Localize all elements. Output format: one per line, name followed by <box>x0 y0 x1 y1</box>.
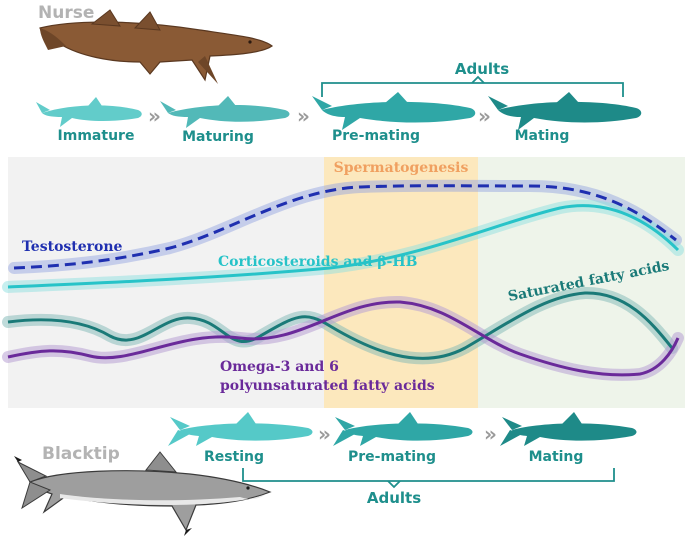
nurse-adults-label: Adults <box>455 60 509 78</box>
omega-label-line2: polyunsaturated fatty acids <box>220 378 435 394</box>
omega-curve <box>7 300 680 377</box>
nurse-arrow-3: » <box>478 104 491 128</box>
blacktip-stage-mating-shark <box>500 412 637 446</box>
omega-label-line1: Omega-3 and 6 <box>220 359 339 375</box>
blacktip-stage-mating-label: Mating <box>529 449 584 465</box>
nurse-stage-pre-mating-label: Pre-mating <box>332 128 420 144</box>
nurse-stage-maturing-label: Maturing <box>182 129 254 145</box>
saturated-curve <box>7 291 674 360</box>
nurse-stage-immature-label: Immature <box>58 128 135 144</box>
testosterone-curve <box>13 184 677 270</box>
nurse-shark-illustration <box>39 9 274 84</box>
blacktip-shark-illustration <box>14 451 272 536</box>
blacktip-stage-pre-mating-label: Pre-mating <box>348 449 436 465</box>
blacktip-arrow-2: » <box>484 422 497 446</box>
blacktip-adults-label: Adults <box>367 489 421 507</box>
nurse-arrow-2: » <box>297 104 310 128</box>
nurse-stage-immature-shark <box>36 97 142 127</box>
nurse-stage-pre-mating-shark <box>312 92 476 130</box>
blacktip-stage-pre-mating-shark <box>333 412 473 446</box>
testosterone-label: Testosterone <box>22 239 123 255</box>
blacktip-stage-resting-label: Resting <box>204 449 264 465</box>
nurse-arrow-1: » <box>148 104 161 128</box>
nurse-stage-mating-shark <box>488 92 642 130</box>
corticosteroids-curve <box>7 204 680 289</box>
spermatogenesis-label: Spermatogenesis <box>334 160 469 176</box>
blacktip-arrow-1: » <box>318 422 331 446</box>
blacktip-adults-bracket-tick <box>387 480 401 489</box>
nurse-stage-mating-label: Mating <box>515 128 570 144</box>
nurse-stage-maturing-shark <box>160 96 290 128</box>
corticosteroids-label: Corticosteroids and β-HB <box>218 254 418 270</box>
blacktip-adults-bracket <box>242 468 615 482</box>
nurse-adults-bracket <box>321 82 624 97</box>
species-label-blacktip: Blacktip <box>42 444 120 464</box>
species-label-nurse: Nurse <box>38 3 94 23</box>
spermatogenesis-band <box>324 157 478 408</box>
nurse-adults-bracket-tick <box>471 75 485 84</box>
blacktip-stage-resting-shark <box>168 412 313 446</box>
